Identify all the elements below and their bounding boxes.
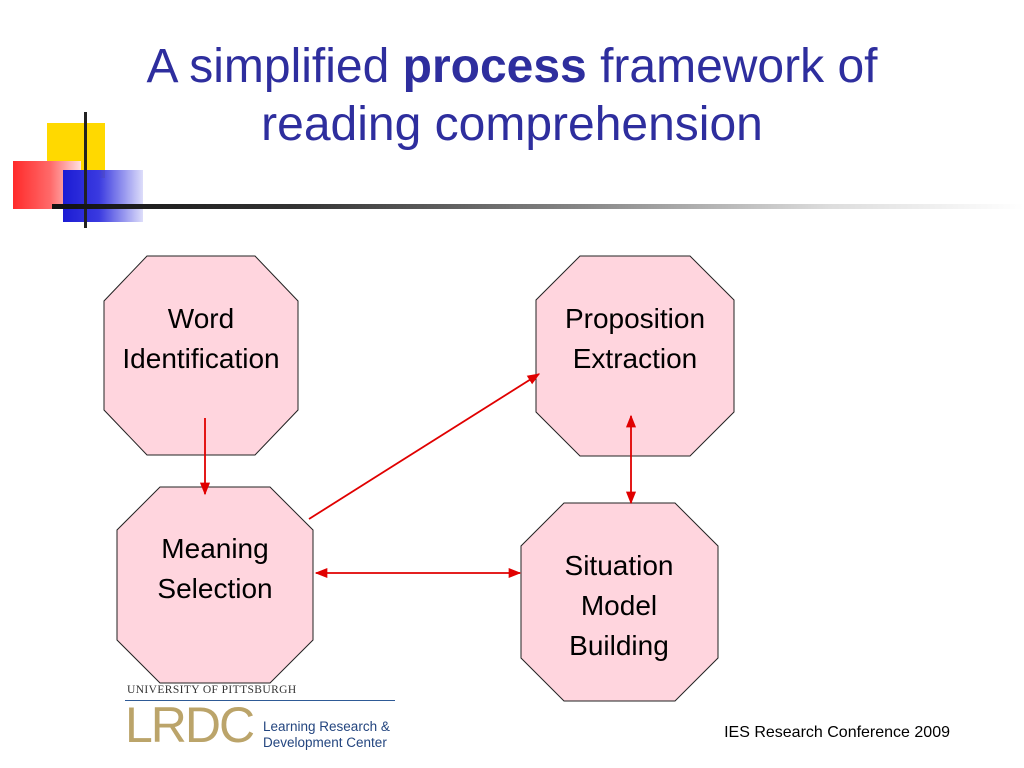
decorative-blue-square — [63, 170, 143, 222]
title-text-part2: framework of — [586, 40, 878, 93]
node-proposition-extraction-shape — [535, 255, 735, 457]
node-meaning-selection-line2: Selection — [157, 573, 273, 604]
node-word-identification-line1: Word — [167, 303, 235, 334]
node-situation-model-building-line3: Building — [569, 630, 669, 661]
node-meaning-selection-label: Meaning Selection — [110, 529, 320, 609]
slide-title: A simplified process framework of readin… — [40, 38, 984, 154]
node-word-identification-line2: Identification — [122, 343, 280, 374]
title-text-part1: A simplified — [146, 40, 403, 93]
node-situation-model-building-line2: Model — [580, 590, 658, 621]
footer-conference: IES Research Conference 2009 — [724, 724, 950, 741]
title-text-line2: reading comprehension — [261, 98, 763, 151]
node-word-identification-label: Word Identification — [94, 299, 308, 379]
logo-divider — [125, 700, 395, 701]
node-meaning-selection-shape — [116, 486, 314, 684]
node-proposition-extraction-line2: Extraction — [572, 343, 698, 374]
title-text-bold: process — [402, 40, 587, 93]
node-proposition-extraction-line1: Proposition — [564, 303, 706, 334]
logo-center-name: Learning Research & Development Center — [263, 719, 390, 751]
node-meaning-selection-line1: Meaning — [161, 533, 269, 564]
lrdc-logo: UNIVERSITY OF PITTSBURGH LRDC Learning R… — [125, 684, 400, 754]
edge-meaning-to-proposition — [308, 373, 541, 520]
decorative-vertical-line — [84, 112, 87, 228]
node-situation-model-building-label: Situation Model Building — [510, 546, 728, 666]
title-underline-rule — [52, 204, 1024, 209]
node-proposition-extraction-label: Proposition Extraction — [526, 299, 744, 379]
logo-center-name-line1: Learning Research & — [263, 719, 390, 734]
node-situation-model-building-shape — [520, 502, 719, 702]
logo-center-name-line2: Development Center — [263, 735, 387, 750]
logo-abbreviation: LRDC — [125, 697, 255, 753]
logo-university-name: UNIVERSITY OF PITTSBURGH — [127, 684, 297, 696]
node-situation-model-building-line1: Situation — [564, 550, 674, 581]
node-word-identification-shape — [103, 255, 299, 456]
